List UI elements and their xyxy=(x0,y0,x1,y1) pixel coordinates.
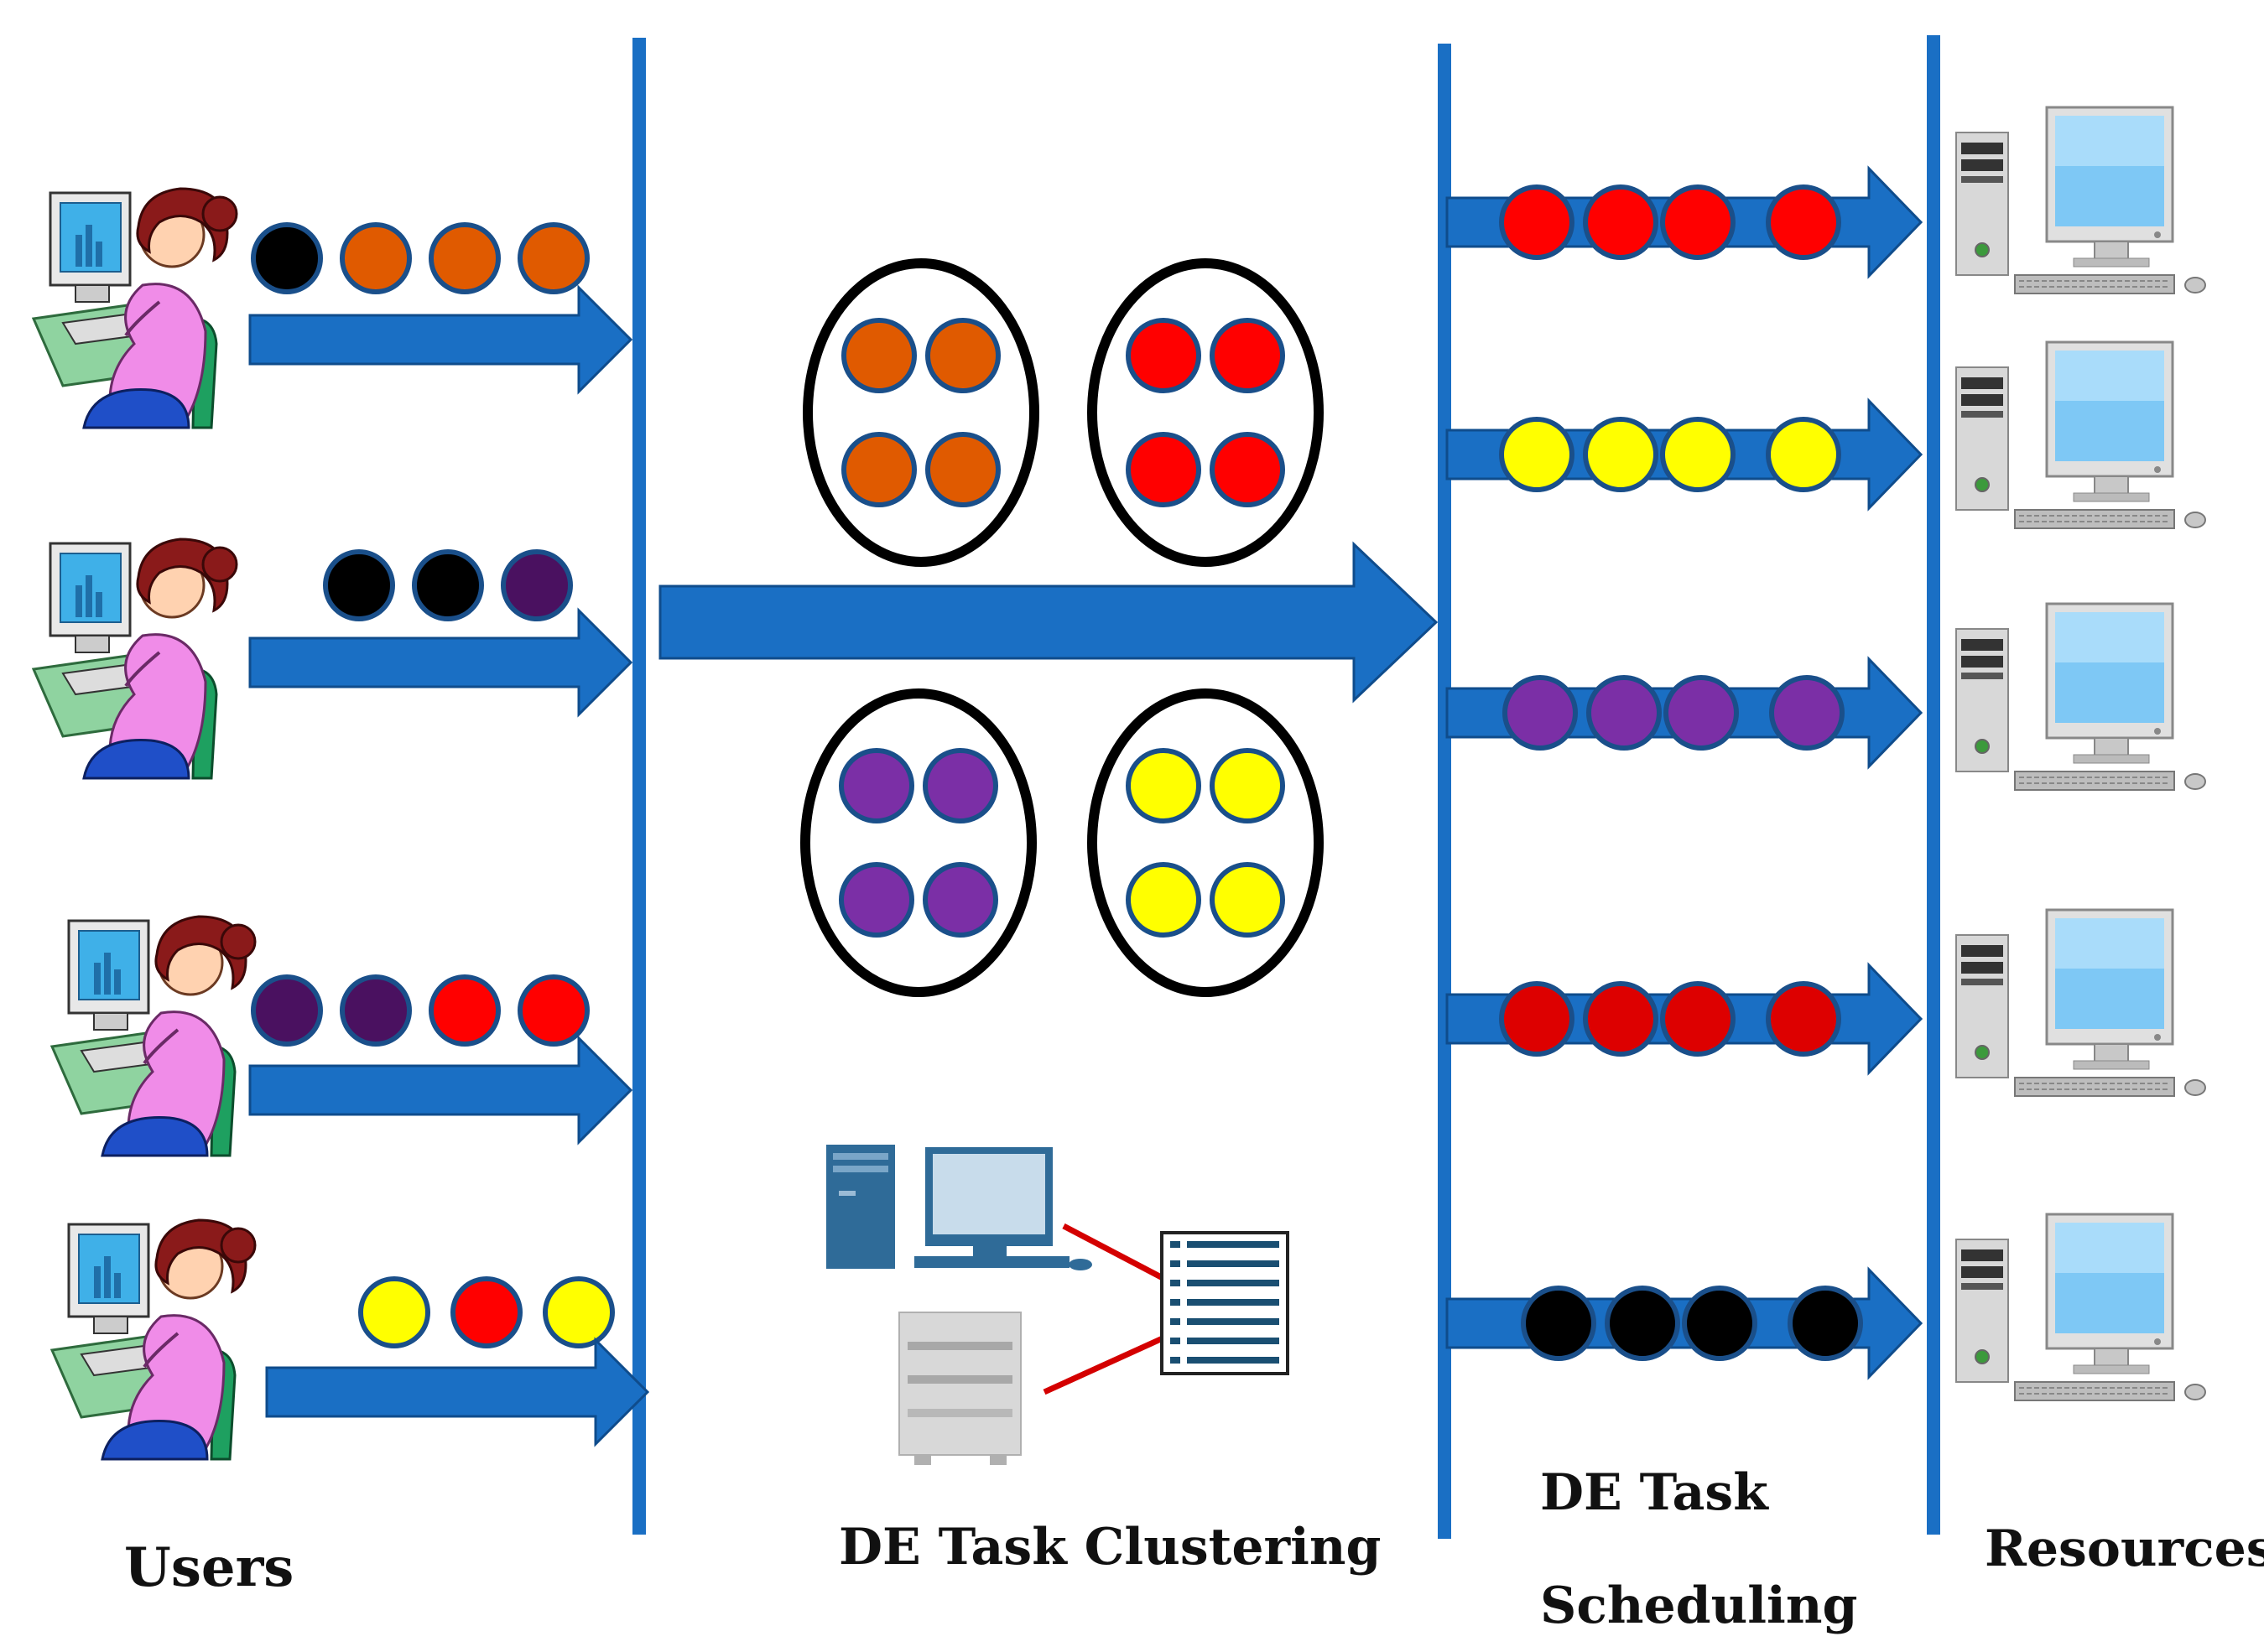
task-dot xyxy=(412,549,484,621)
task-dot xyxy=(518,974,590,1047)
task-dot xyxy=(450,1276,523,1348)
task-dot xyxy=(429,974,501,1047)
task-dot xyxy=(1210,432,1285,507)
user-at-computer-icon xyxy=(50,915,257,1157)
desktop-computer-icon xyxy=(1954,106,2207,295)
task-dot xyxy=(1126,432,1201,507)
task-dot xyxy=(1586,675,1662,751)
users-label: Users xyxy=(124,1536,294,1599)
cluster-ellipse xyxy=(800,688,1037,997)
task-dot xyxy=(923,748,998,823)
scheduling-label-line2: Scheduling xyxy=(1540,1577,1858,1635)
task-dot xyxy=(1769,675,1845,751)
task-dot xyxy=(1660,417,1736,492)
task-dot xyxy=(1210,318,1285,393)
task-dot xyxy=(1499,981,1574,1057)
user-arrow xyxy=(248,607,633,718)
resources-column xyxy=(1954,106,2207,1402)
user-row xyxy=(32,538,633,780)
task-dot xyxy=(1521,1286,1596,1361)
task-dot xyxy=(251,974,323,1047)
user-at-computer-icon xyxy=(32,187,238,429)
task-dot xyxy=(323,549,395,621)
task-cluster xyxy=(800,688,1037,997)
cluster-ellipse xyxy=(803,258,1039,567)
main-flow-arrow xyxy=(658,541,1439,704)
main-arrow xyxy=(658,541,1439,704)
task-dot xyxy=(1663,675,1739,751)
schedule-queue xyxy=(1445,165,1923,279)
task-dot xyxy=(251,222,323,294)
task-dot xyxy=(1766,184,1841,260)
server-network-icon xyxy=(826,1145,1289,1465)
task-dot xyxy=(841,432,917,507)
clustering-label: DE Task Clustering xyxy=(839,1518,1382,1577)
schedule-queue xyxy=(1445,962,1923,1076)
schedule-queue xyxy=(1445,1266,1923,1380)
stage-dividers xyxy=(632,35,1940,1539)
user-row xyxy=(50,915,633,1157)
vertical-divider xyxy=(1438,44,1451,1539)
desktop-computer-icon xyxy=(1954,340,2207,530)
task-dot xyxy=(1126,318,1201,393)
task-dot xyxy=(923,862,998,938)
users-column xyxy=(32,187,650,1461)
task-dot xyxy=(839,748,914,823)
task-dot xyxy=(358,1276,430,1348)
cluster-ellipse xyxy=(1087,688,1324,997)
task-dot xyxy=(839,862,914,938)
task-dot xyxy=(1766,417,1841,492)
task-dot xyxy=(429,222,501,294)
task-dot xyxy=(1766,981,1841,1057)
user-arrow xyxy=(248,284,633,395)
task-dot xyxy=(340,974,412,1047)
task-dot xyxy=(1210,748,1285,823)
schedule-queue xyxy=(1445,397,1923,512)
task-dot xyxy=(1499,417,1574,492)
desktop-computer-icon xyxy=(1954,1213,2207,1402)
task-dot xyxy=(1502,675,1578,751)
task-dot xyxy=(1126,748,1201,823)
task-dot xyxy=(1605,1286,1680,1361)
task-cluster xyxy=(803,258,1039,567)
desktop-computer-icon xyxy=(1954,908,2207,1098)
user-arrow xyxy=(265,1337,650,1447)
task-dot xyxy=(1583,184,1658,260)
vertical-divider xyxy=(1927,35,1940,1535)
schedule-queues xyxy=(1445,165,1923,1380)
user-at-computer-icon xyxy=(50,1218,257,1461)
task-dot xyxy=(1210,862,1285,938)
vertical-divider xyxy=(632,38,646,1535)
resources-label: Resources xyxy=(1985,1520,2264,1578)
task-dot xyxy=(340,222,412,294)
task-dot xyxy=(543,1276,615,1348)
cluster-ellipse xyxy=(1087,258,1324,567)
user-arrow xyxy=(248,1035,633,1145)
task-dot xyxy=(1660,184,1736,260)
task-dot xyxy=(925,318,1001,393)
user-row xyxy=(50,1218,650,1461)
user-row xyxy=(32,187,633,429)
task-dot xyxy=(841,318,917,393)
schedule-queue xyxy=(1445,656,1923,770)
user-at-computer-icon xyxy=(32,538,238,780)
desktop-computer-icon xyxy=(1954,602,2207,792)
scheduling-label-line1: DE Task xyxy=(1540,1463,1768,1522)
task-dot xyxy=(501,549,573,621)
task-cluster xyxy=(1087,258,1324,567)
task-cluster xyxy=(1087,688,1324,997)
task-dot xyxy=(1126,862,1201,938)
task-dot xyxy=(925,432,1001,507)
task-dot xyxy=(1583,981,1658,1057)
task-dot xyxy=(1682,1286,1757,1361)
task-dot xyxy=(518,222,590,294)
task-dot xyxy=(1788,1286,1863,1361)
clusters-group xyxy=(800,258,1324,997)
task-dot xyxy=(1499,184,1574,260)
task-dot xyxy=(1660,981,1736,1057)
task-dot xyxy=(1583,417,1658,492)
